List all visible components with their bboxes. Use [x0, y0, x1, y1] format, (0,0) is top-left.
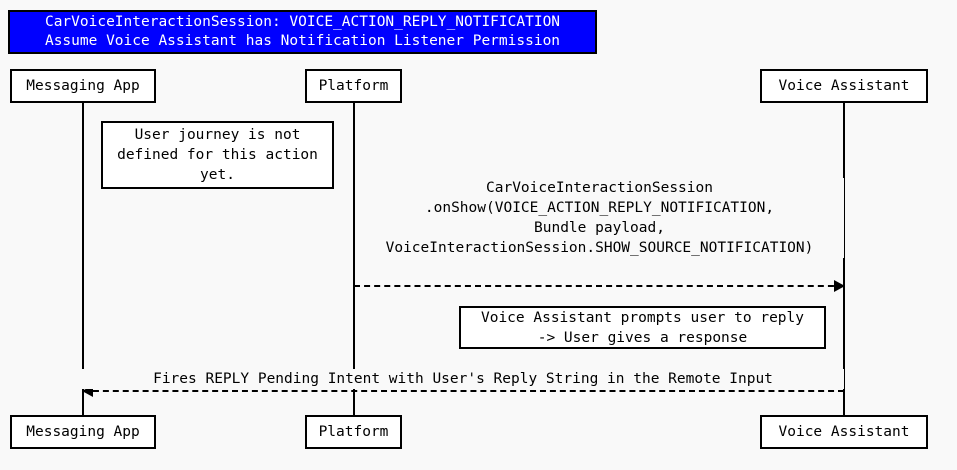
diagram-title-line-1: CarVoiceInteractionSession: VOICE_ACTION…	[44, 14, 561, 30]
message-label-onshow-line-4: VoiceInteractionSession.SHOW_SOURCE_NOTI…	[355, 238, 844, 258]
message-label-reply-intent: Fires REPLY Pending Intent with User's R…	[82, 369, 844, 389]
participant-foot-voice-assistant-label: Voice Assistant	[778, 424, 910, 440]
participant-foot-platform-label: Platform	[318, 424, 389, 440]
note-prompt-user-line-1: Voice Assistant prompts user to reply	[480, 309, 804, 326]
participant-head-platform-label: Platform	[318, 78, 389, 94]
note-prompt-user: Voice Assistant prompts user to reply ->…	[459, 306, 826, 349]
message-label-onshow-line-3: Bundle payload,	[355, 218, 844, 238]
message-arrow-reply-intent-line	[83, 390, 844, 392]
message-label-onshow-line-1: CarVoiceInteractionSession	[355, 178, 844, 198]
participant-foot-messaging-app-label: Messaging App	[26, 424, 140, 440]
participant-head-platform[interactable]: Platform	[305, 69, 402, 103]
participant-foot-platform[interactable]: Platform	[305, 415, 402, 449]
participant-head-voice-assistant[interactable]: Voice Assistant	[760, 69, 928, 103]
message-label-onshow-line-2: .onShow(VOICE_ACTION_REPLY_NOTIFICATION,	[355, 198, 844, 218]
diagram-title-line-2: Assume Voice Assistant has Notification …	[44, 33, 561, 49]
lifeline-messaging-app	[82, 103, 84, 415]
lifeline-voice-assistant	[843, 103, 845, 415]
participant-head-messaging-app[interactable]: Messaging App	[10, 69, 156, 103]
message-arrow-reply-intent-head-icon	[82, 385, 93, 397]
message-label-reply-intent-line-1: Fires REPLY Pending Intent with User's R…	[82, 369, 844, 389]
message-arrow-reply-intent	[82, 385, 844, 397]
message-arrow-onshow-head-icon	[834, 280, 845, 292]
message-arrow-onshow	[354, 280, 845, 292]
diagram-title-banner: CarVoiceInteractionSession: VOICE_ACTION…	[8, 10, 597, 54]
participant-head-messaging-app-label: Messaging App	[26, 78, 140, 94]
message-arrow-onshow-line	[354, 285, 844, 287]
note-user-journey-line-2: defined for this action	[117, 147, 318, 163]
participant-foot-messaging-app[interactable]: Messaging App	[10, 415, 156, 449]
note-user-journey: User journey is not defined for this act…	[101, 121, 334, 189]
message-label-onshow: CarVoiceInteractionSession .onShow(VOICE…	[355, 178, 844, 258]
note-user-journey-line-1: User journey is not	[134, 127, 301, 143]
lifeline-platform	[353, 103, 355, 415]
participant-foot-voice-assistant[interactable]: Voice Assistant	[760, 415, 928, 449]
participant-head-voice-assistant-label: Voice Assistant	[778, 78, 910, 94]
note-prompt-user-line-2: -> User gives a response	[537, 329, 748, 346]
note-user-journey-line-3: yet.	[200, 167, 235, 183]
